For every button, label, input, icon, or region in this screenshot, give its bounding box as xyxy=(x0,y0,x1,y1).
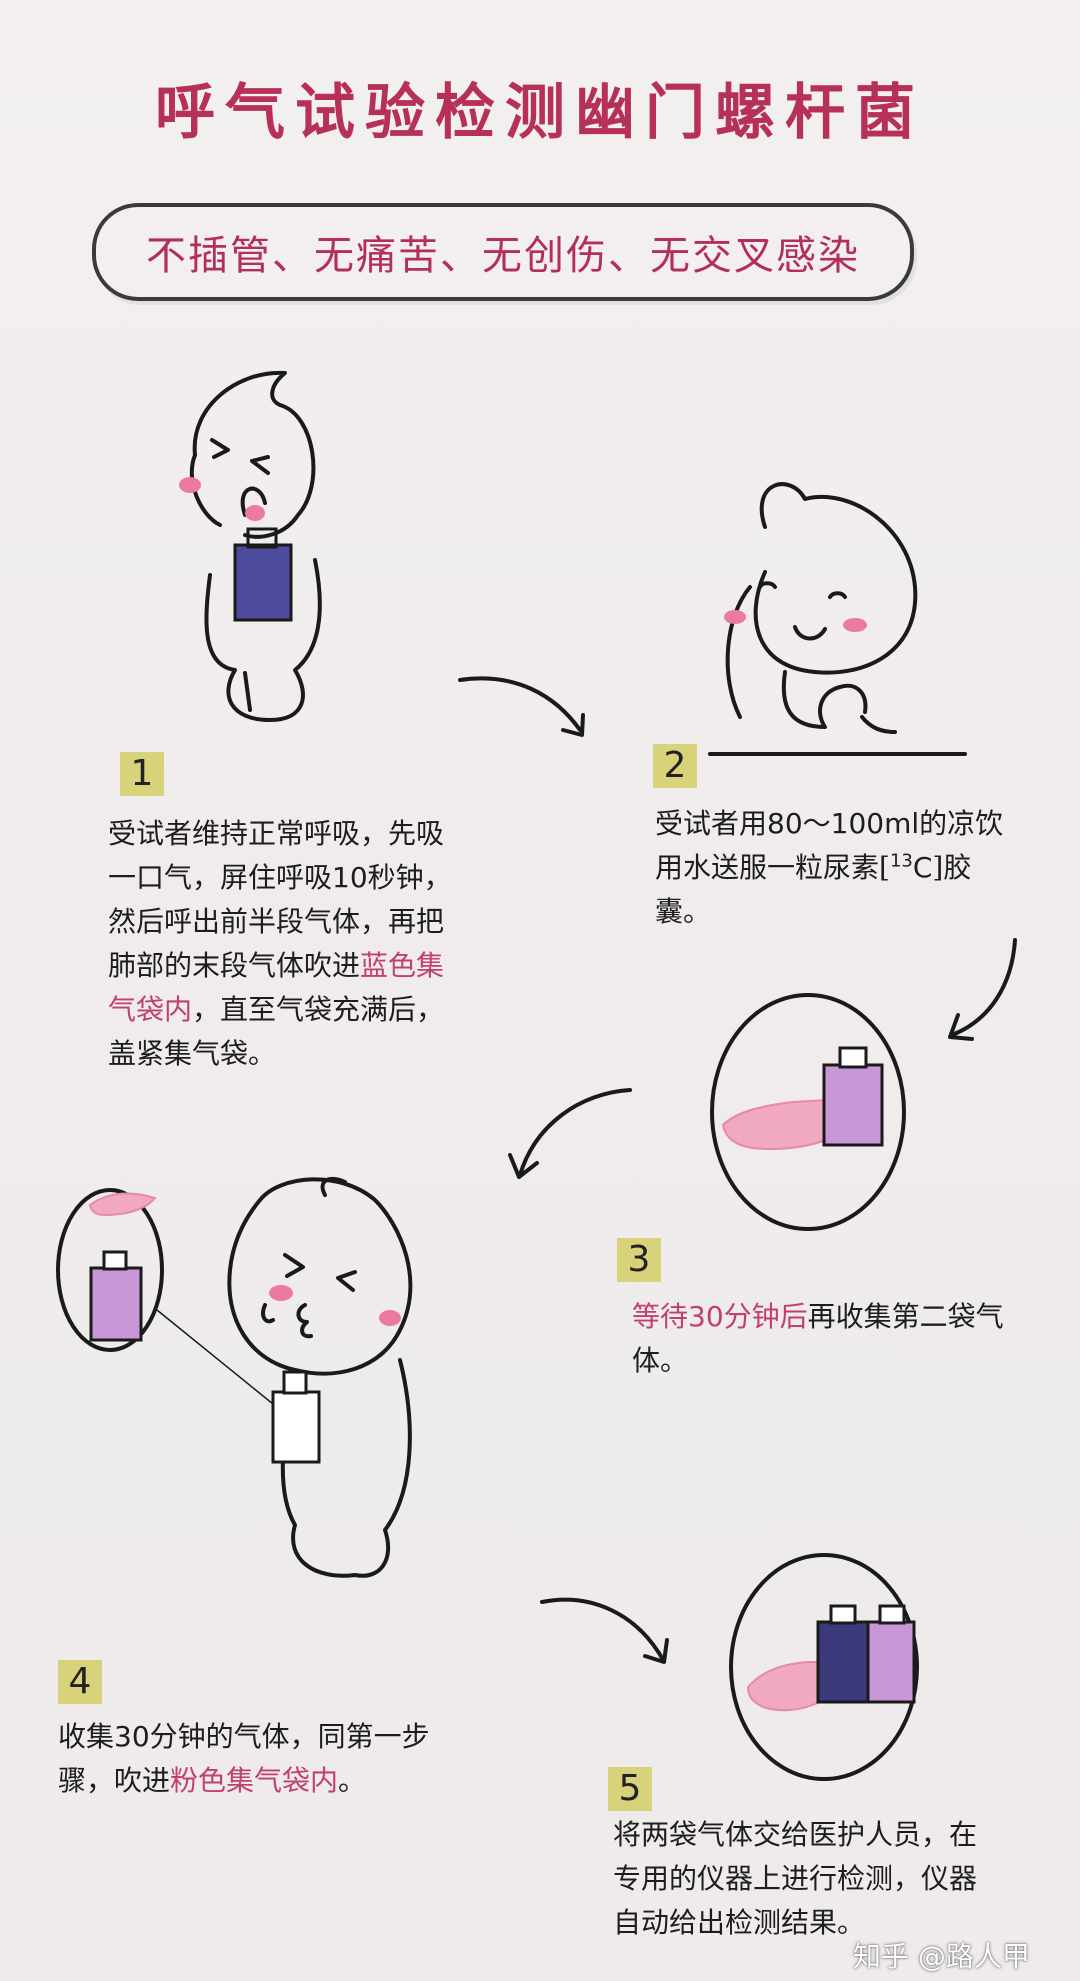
blue-collection-bag xyxy=(816,1620,870,1704)
pink-collection-bag xyxy=(89,1266,143,1342)
cheek-left xyxy=(724,610,746,624)
blue-collection-bag xyxy=(233,543,293,622)
step1-line-3: 然后呼出前半段气体，再把 xyxy=(108,905,445,938)
page-title: 呼气试验检测幽门螺杆菌 xyxy=(155,78,925,148)
step4-line-2: 骤，吹进粉色集气袋内。 xyxy=(58,1764,367,1797)
cheek-left xyxy=(269,1285,293,1301)
pink-collection-bag xyxy=(866,1620,916,1704)
step1-line-6: 盖紧集气袋。 xyxy=(108,1037,277,1070)
step2-line-1: 受试者用80～100ml的凉饮 xyxy=(655,807,1004,840)
cheek-left xyxy=(179,477,201,493)
step4-line-1: 收集30分钟的气体，同第一步 xyxy=(58,1720,430,1753)
subtitle-text: 不插管、无痛苦、无创伤、无交叉感染 xyxy=(146,233,860,279)
step5-line-2: 专用的仪器上进行检测，仪器 xyxy=(613,1862,978,1895)
step5-text: 将两袋气体交给医护人员，在 专用的仪器上进行检测，仪器 自动给出检测结果。 xyxy=(613,1813,1053,1945)
illustration-step5 xyxy=(729,1553,919,1781)
arrow-step3-to-step4 xyxy=(508,1088,632,1179)
white-collection-bag xyxy=(271,1390,321,1464)
arrow-step1-to-step2 xyxy=(458,676,585,737)
watermark: 知乎 @路人甲 xyxy=(853,1940,1030,1973)
illustration-step1 xyxy=(179,370,322,722)
step5-line-3: 自动给出检测结果。 xyxy=(613,1906,866,1939)
step3-line-1: 等待30分钟后再收集第二袋气 xyxy=(632,1300,1004,1333)
hand-icon xyxy=(746,1661,821,1712)
subtitle-box: 不插管、无痛苦、无创伤、无交叉感染 xyxy=(92,203,914,301)
arrow-step2-to-step3 xyxy=(948,938,1017,1041)
illustration-step3 xyxy=(710,993,906,1231)
step1-line-5: 气袋内，直至气袋充满后， xyxy=(108,993,445,1026)
step3-highlight: 等待30分钟后 xyxy=(632,1300,808,1333)
step1-line-2: 一口气，屏住呼吸10秒钟， xyxy=(108,861,452,894)
cheek-right xyxy=(843,618,867,632)
hand-icon xyxy=(88,1192,157,1217)
step1-highlight-blue-bag: 蓝色集 xyxy=(360,949,445,982)
isotope-mass-number: 13 xyxy=(889,850,913,872)
step2-number-badge: 2 xyxy=(653,744,697,788)
step3-text: 等待30分钟后再收集第二袋气 体。 xyxy=(632,1295,1052,1383)
step5-number-badge: 5 xyxy=(608,1767,652,1811)
cheek-right xyxy=(379,1310,401,1326)
step1-line-4: 肺部的末段气体吹进蓝色集 xyxy=(108,949,445,982)
pink-collection-bag xyxy=(822,1063,884,1147)
step5-line-1: 将两袋气体交给医护人员，在 xyxy=(613,1818,978,1851)
step2-line-2: 用水送服一粒尿素[13C]胶 xyxy=(655,850,972,884)
step3-number-badge: 3 xyxy=(617,1238,661,1282)
hand-icon xyxy=(721,1098,827,1151)
illustration-step4 xyxy=(56,1176,413,1578)
step3-line-2: 体。 xyxy=(632,1344,689,1377)
step1-line-1: 受试者维持正常呼吸，先吸 xyxy=(108,817,445,850)
step4-text: 收集30分钟的气体，同第一步 骤，吹进粉色集气袋内。 xyxy=(58,1715,498,1803)
step4-highlight: 粉色集气袋内 xyxy=(170,1764,339,1797)
step2-text: 受试者用80～100ml的凉饮 用水送服一粒尿素[13C]胶 囊。 xyxy=(655,802,1065,934)
step2-line-3: 囊。 xyxy=(655,895,712,928)
arrow-step4-to-step5 xyxy=(540,1597,669,1664)
step1-text: 受试者维持正常呼吸，先吸 一口气，屏住呼吸10秒钟， 然后呼出前半段气体，再把 … xyxy=(108,812,528,1076)
illustration-step2 xyxy=(708,482,967,756)
step1-number-badge: 1 xyxy=(120,752,164,796)
cheek-right xyxy=(245,505,265,521)
step4-number-badge: 4 xyxy=(58,1660,102,1704)
